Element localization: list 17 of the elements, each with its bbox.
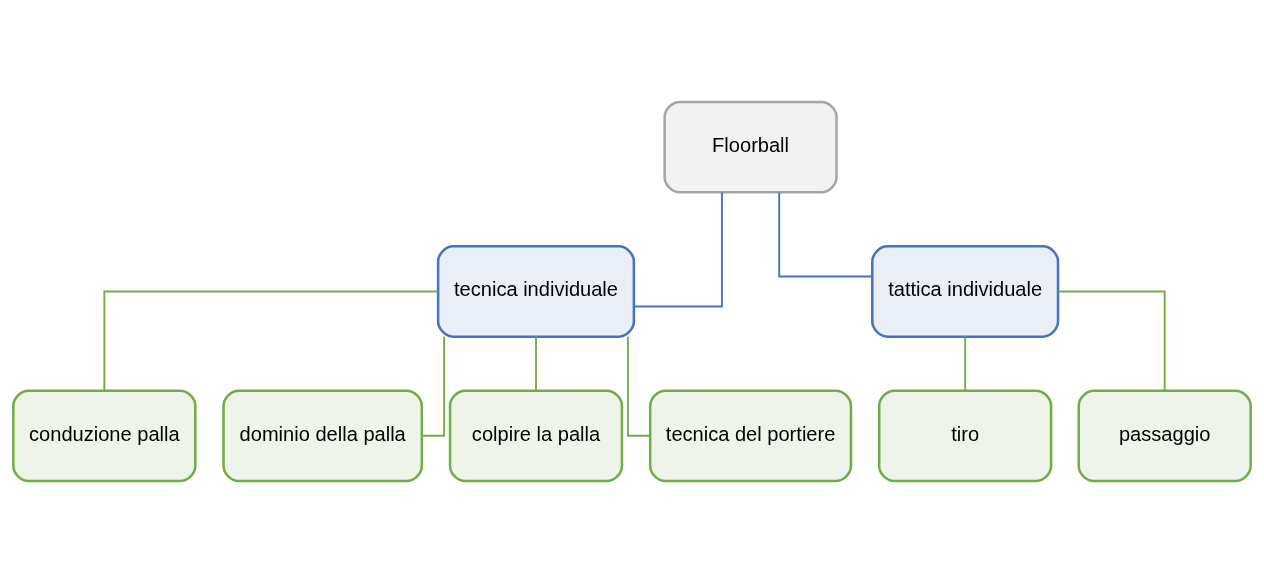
node-box: tiro: [877, 389, 1053, 483]
connector: [1057, 290, 1166, 392]
connector: [535, 335, 537, 392]
connector: [633, 191, 723, 308]
node-box: conduzione palla: [12, 389, 197, 483]
connector: [964, 335, 967, 392]
node-box: colpire la palla: [448, 389, 624, 483]
connector: [420, 335, 446, 437]
connector: [103, 290, 439, 392]
connector: [778, 191, 874, 278]
node-box: tattica individuale: [871, 245, 1060, 338]
node-box: tecnica del portiere: [648, 389, 853, 483]
node-box: dominio della palla: [222, 389, 424, 483]
node-box: Floorball: [663, 100, 838, 194]
connector: [626, 335, 651, 437]
node-box: tecnica individuale: [436, 245, 636, 338]
node-box: passaggio: [1077, 389, 1252, 483]
